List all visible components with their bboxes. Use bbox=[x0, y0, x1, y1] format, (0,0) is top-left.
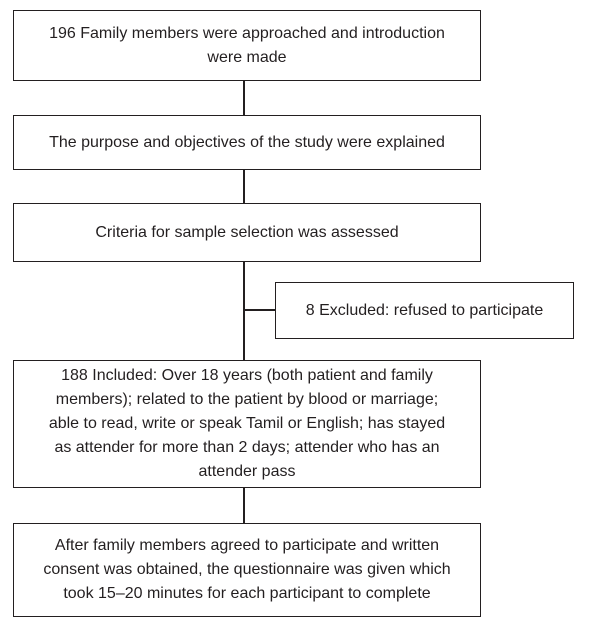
flow-box-approached: 196 Family members were approached and i… bbox=[13, 10, 481, 81]
flow-box-excluded: 8 Excluded: refused to participate bbox=[275, 282, 574, 339]
connector-purpose-to-criteria bbox=[243, 170, 245, 203]
flow-box-criteria-text: Criteria for sample selection was assess… bbox=[95, 223, 399, 241]
connector-criteria-to-included bbox=[243, 262, 245, 360]
connector-approached-to-purpose bbox=[243, 81, 245, 115]
flow-box-included: 188 Included: Over 18 years (both patien… bbox=[13, 360, 481, 488]
flow-box-included-text: 188 Included: Over 18 years (both patien… bbox=[48, 367, 446, 480]
flow-box-excluded-text: 8 Excluded: refused to participate bbox=[305, 301, 544, 319]
flow-box-consent: After family members agreed to participa… bbox=[13, 523, 481, 617]
flow-box-criteria: Criteria for sample selection was assess… bbox=[13, 203, 481, 262]
flow-box-approached-text: 196 Family members were approached and i… bbox=[49, 24, 445, 66]
flow-box-consent-text: After family members agreed to participa… bbox=[43, 537, 451, 602]
connector-included-to-consent bbox=[243, 488, 245, 523]
flow-box-purpose: The purpose and objectives of the study … bbox=[13, 115, 481, 170]
flow-box-purpose-text: The purpose and objectives of the study … bbox=[49, 133, 445, 151]
connector-branch-to-excluded bbox=[244, 309, 275, 311]
